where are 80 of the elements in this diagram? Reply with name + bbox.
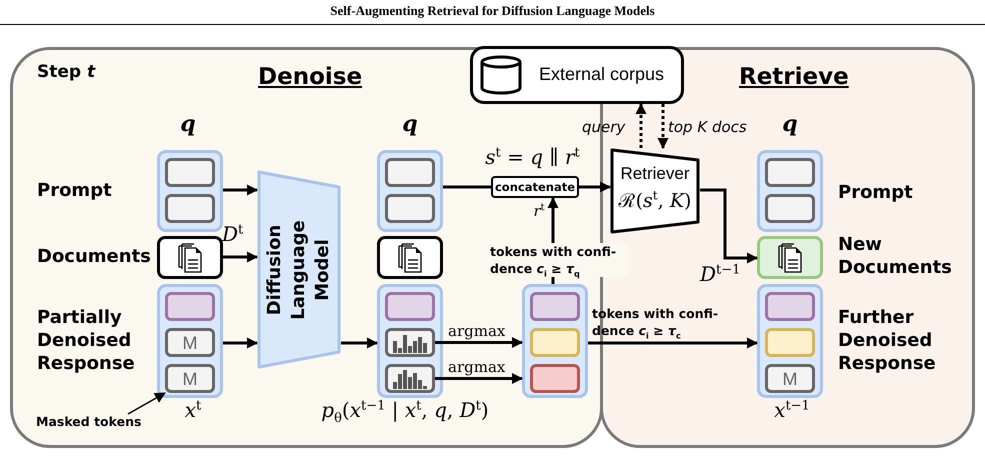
- section-heading: Denoise: [258, 64, 362, 90]
- token-slot: [385, 158, 435, 187]
- token-slot: [165, 194, 215, 223]
- math-label: p$_{θ}$(x$^{t−1}$ | x$^{t}$, q, D$^{t}$): [320, 398, 490, 422]
- math-label: x$^{t−1}$: [773, 398, 811, 422]
- node-label: External corpus: [539, 64, 664, 85]
- retriever-block: [610, 148, 700, 234]
- math-label: q: [401, 112, 419, 136]
- math-label: s$^{t}$ = q ∥ r$^{t}$: [484, 145, 581, 169]
- side-label: Documents: [37, 245, 152, 268]
- model-block: [257, 170, 341, 369]
- token-label: M: [782, 369, 798, 390]
- arrow: [700, 188, 758, 264]
- math-label: x$^{t}$: [184, 398, 202, 422]
- concatenate-box: [491, 176, 579, 198]
- edge-label: query: [582, 118, 626, 136]
- token-slot: [765, 328, 815, 357]
- token-stack: [157, 284, 223, 398]
- connector-line: [443, 186, 491, 188]
- token-slot: [765, 364, 815, 393]
- arrow: [636, 103, 646, 148]
- token-stack: [757, 284, 823, 398]
- side-label: Prompt: [838, 181, 914, 204]
- edge-label: tokens with confi- dence c$_{i}$ ≥ τ$_{c}$: [592, 305, 720, 339]
- token-stack: [757, 150, 823, 232]
- document-box: [157, 236, 223, 279]
- arrow: [223, 338, 258, 348]
- token-slot: [165, 158, 215, 187]
- side-label: New Documents: [838, 233, 953, 279]
- math-label: ℛ(s$^{t}$, K): [618, 188, 692, 213]
- token-slot: [530, 364, 580, 393]
- side-label: Further Denoised Response: [838, 306, 937, 375]
- token-slot: [530, 328, 580, 357]
- token-slot: [385, 328, 435, 357]
- token-stack: [377, 150, 443, 232]
- arrow: [658, 104, 668, 149]
- document-box: [757, 236, 823, 279]
- document-box: [377, 236, 443, 279]
- token-slot: [765, 194, 815, 223]
- annotation-text: Masked tokens: [36, 414, 142, 429]
- token-slot: [765, 158, 815, 187]
- edge-label: D$^{t}$: [222, 222, 244, 246]
- edge-label: D$^{t−1}$: [700, 262, 742, 286]
- token-label: M: [182, 333, 198, 354]
- arrow: [223, 184, 258, 196]
- node-label: Retriever: [620, 164, 690, 184]
- token-slot: [530, 292, 580, 321]
- section-heading: Retrieve: [739, 64, 849, 90]
- token-stack: [377, 284, 443, 398]
- leader-arrow: [128, 392, 166, 415]
- token-slot: [385, 292, 435, 321]
- token-slot: [165, 364, 215, 393]
- node-label: Diffusion Language Model: [263, 218, 334, 322]
- math-label: q: [781, 112, 799, 136]
- token-stack: [157, 150, 223, 232]
- diagram-title: Self-Augmenting Retrieval for Diffusion Language Models: [329, 3, 656, 19]
- math-label: q: [179, 112, 197, 136]
- corpus-box: [470, 46, 684, 104]
- edge-label: argmax: [448, 322, 506, 340]
- arrow: [341, 338, 378, 348]
- side-label: Prompt: [37, 179, 113, 202]
- edge-label: argmax: [448, 358, 506, 376]
- edge-label: tokens with confi- dence c$_{i}$ ≥ τ$_{q}$: [490, 243, 628, 277]
- math-label: r$^{t}$: [532, 202, 546, 220]
- edge-label: top K docs: [668, 118, 748, 136]
- step-label: Step t: [37, 62, 96, 82]
- token-slot: [765, 292, 815, 321]
- arrow: [435, 373, 523, 384]
- arrow: [588, 338, 758, 348]
- token-slot: [165, 328, 215, 357]
- arrow: [579, 182, 611, 192]
- arrow: [223, 252, 258, 262]
- node-label: concatenate: [494, 180, 576, 194]
- side-label: Partially Denoised Response: [37, 306, 136, 375]
- token-stack: [522, 284, 588, 398]
- arrow: [435, 337, 523, 348]
- token-slot: [165, 292, 215, 321]
- token-label: M: [182, 369, 198, 390]
- token-slot: [385, 194, 435, 223]
- token-slot: [385, 364, 435, 393]
